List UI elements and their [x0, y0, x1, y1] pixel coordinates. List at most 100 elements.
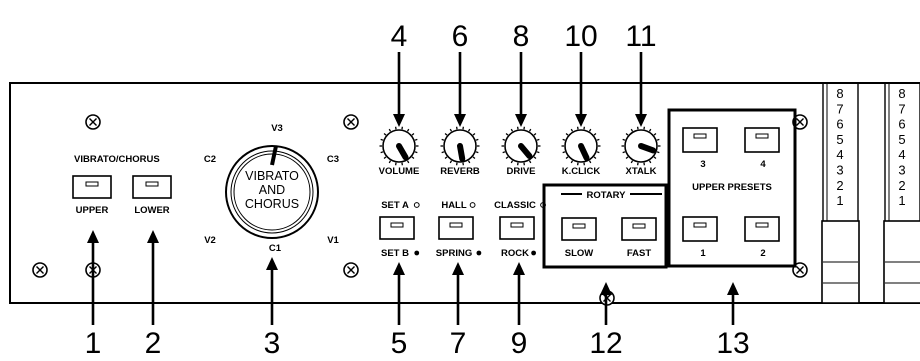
callout-number: 7 [450, 327, 467, 360]
drawbar-scale-number: 2 [836, 178, 843, 193]
xtalk-knob[interactable] [621, 126, 661, 166]
callout-3: 3 [264, 257, 280, 360]
drawbar-scale-number: 7 [836, 101, 843, 116]
callout-number: 8 [513, 20, 530, 53]
screw-icon [343, 262, 359, 278]
dial-pos-v2: V2 [204, 235, 216, 246]
kclick-label: K.CLICK [562, 166, 601, 177]
indicator-filled-icon [476, 250, 482, 256]
callout-number: 13 [716, 327, 749, 360]
volume-knob[interactable] [379, 126, 419, 166]
arrow-up-icon [513, 262, 525, 275]
callout-4: 4 [391, 20, 408, 127]
preset-1-button[interactable] [682, 216, 718, 242]
reverb-knob[interactable] [440, 126, 480, 166]
drawbar-scale-number: 1 [898, 193, 905, 208]
drawbar-scale-number: 6 [898, 117, 905, 132]
classic-rock-top-label: CLASSIC [494, 200, 536, 211]
volume-label: VOLUME [379, 166, 420, 177]
arrow-up-icon [393, 262, 405, 275]
dial-pos-c1: C1 [269, 243, 282, 254]
arrow-up-icon [87, 230, 99, 243]
set-bottom-label: SET B [381, 248, 409, 259]
rotary-fast-label: FAST [627, 248, 651, 259]
callout-7: 7 [450, 262, 467, 360]
callout-13: 13 [716, 282, 750, 360]
arrow-up-icon [600, 282, 612, 295]
arrow-down-icon [515, 114, 527, 127]
panel-outline [9, 82, 920, 304]
lower-button[interactable] [132, 175, 172, 199]
callout-number: 4 [391, 20, 408, 53]
preset-3-button[interactable] [682, 127, 718, 153]
rotary-fast-button[interactable] [621, 217, 657, 241]
screw-icon [32, 262, 48, 278]
preset-2-label: 2 [760, 248, 765, 259]
drive-knob[interactable] [501, 126, 541, 166]
arrow-up-icon [727, 282, 739, 295]
upper-label: UPPER [76, 205, 109, 216]
drawbar-scale-number: 3 [836, 163, 843, 178]
reverb-label: REVERB [440, 166, 480, 177]
vibrato-chorus-title: VIBRATO/CHORUS [74, 154, 160, 165]
callout-number: 10 [564, 20, 597, 53]
classic-rock-bottom-label: ROCK [501, 248, 529, 259]
classic-rock-button[interactable] [499, 216, 535, 240]
callout-number: 9 [511, 327, 528, 360]
arrow-down-icon [575, 114, 587, 127]
arrow-down-icon [635, 114, 647, 127]
indicator-filled-icon [414, 250, 420, 256]
drawbar-scale-number: 6 [836, 117, 843, 132]
drawbar-scale-number: 2 [898, 178, 905, 193]
hall-spring-bottom-label: SPRING [436, 248, 472, 259]
preset-4-button[interactable] [744, 127, 780, 153]
screw-icon [85, 114, 101, 130]
drawbar-scale-number: 4 [898, 147, 905, 162]
rotary-slow-button[interactable] [561, 217, 597, 241]
rotary-title: ROTARY [586, 190, 626, 201]
drawbar-scale-number: 4 [836, 147, 843, 162]
callout-1: 1 [85, 230, 102, 360]
dial-text-line2: AND [259, 183, 285, 197]
arrow-up-icon [452, 262, 464, 275]
drawbar-scale-number: 8 [898, 86, 905, 101]
callout-number: 6 [452, 20, 469, 53]
rotary-slow-label: SLOW [565, 248, 594, 259]
upper-button[interactable] [72, 175, 112, 199]
callout-number: 1 [85, 327, 102, 360]
arrow-down-icon [454, 114, 466, 127]
callout-10: 10 [564, 20, 598, 127]
rotary-box [542, 183, 668, 269]
callout-12: 12 [589, 282, 623, 360]
callout-5: 5 [391, 262, 407, 360]
preset-3-label: 3 [700, 159, 705, 170]
presets-box [667, 108, 797, 268]
dial-text-line1: VIBRATO [245, 169, 299, 183]
hall-spring-button[interactable] [438, 216, 474, 240]
callout-number: 11 [625, 20, 656, 53]
callout-11: 11 [625, 20, 657, 127]
screw-icon [343, 114, 359, 130]
set-top-label: SET A [381, 200, 409, 211]
kclick-knob[interactable] [561, 126, 601, 166]
drawbar-scale-number: 1 [836, 193, 843, 208]
dial-text-line3: CHORUS [245, 197, 299, 211]
drawbar-scale-number: 5 [836, 132, 843, 147]
drawbar-scale-number: 3 [898, 163, 905, 178]
dial-pos-c3: C3 [327, 154, 339, 165]
set-button[interactable] [379, 216, 415, 240]
drawbar-scale-number: 5 [898, 132, 905, 147]
dial-pos-v3: V3 [271, 123, 283, 134]
vibrato-chorus-dial[interactable] [225, 145, 319, 239]
preset-2-button[interactable] [744, 216, 780, 242]
drive-label: DRIVE [506, 166, 535, 177]
drawbar-scale-number: 8 [836, 86, 843, 101]
dial-pos-v1: V1 [327, 235, 339, 246]
indicator-open-icon [469, 202, 476, 208]
preset-1-label: 1 [700, 248, 706, 259]
arrow-down-icon [393, 114, 405, 127]
indicator-open-icon [413, 202, 420, 208]
